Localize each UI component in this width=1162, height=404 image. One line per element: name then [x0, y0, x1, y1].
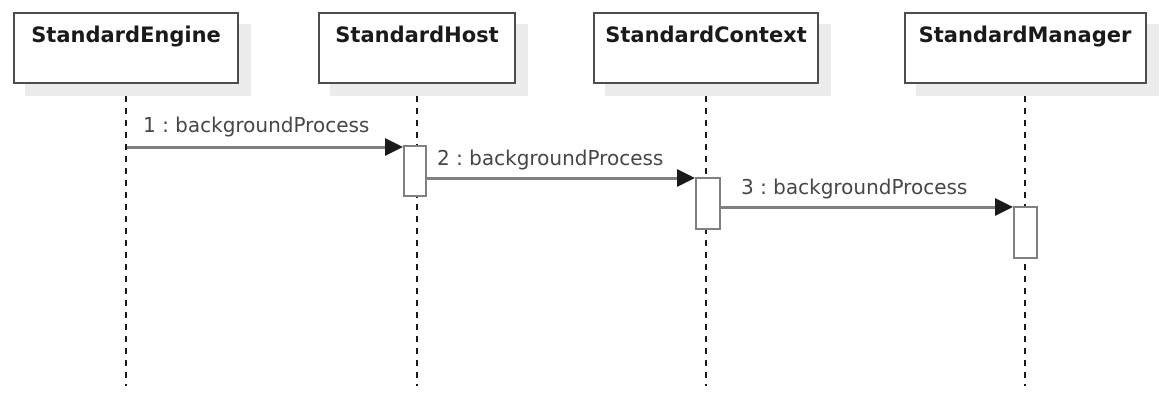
actor-label: StandardManager [918, 23, 1132, 47]
activation-bar-standardcontext [695, 177, 721, 230]
activation-bar-standardhost [403, 145, 427, 197]
message-arrowhead-icon [385, 138, 403, 156]
message-label-1: 1 : backgroundProcess [143, 113, 370, 137]
lifeline-standardengine [125, 84, 127, 386]
message-label-3: 3 : backgroundProcess [741, 175, 968, 199]
lifeline-standardcontext [705, 84, 707, 386]
actor-box-standardmanager: StandardManager [903, 12, 1147, 84]
message-line-1 [127, 146, 389, 149]
actor-box-standardengine: StandardEngine [13, 12, 239, 84]
actor-label: StandardContext [605, 23, 807, 47]
message-line-3 [721, 206, 999, 209]
activation-bar-standardmanager [1013, 206, 1038, 259]
actor-box-standardhost: StandardHost [318, 12, 516, 84]
message-line-2 [427, 177, 681, 180]
actor-label: StandardHost [335, 23, 499, 47]
actor-box-standardcontext: StandardContext [593, 12, 819, 84]
message-arrowhead-icon [995, 198, 1013, 216]
message-label-2: 2 : backgroundProcess [437, 146, 664, 170]
message-arrowhead-icon [677, 169, 695, 187]
actor-label: StandardEngine [31, 23, 221, 47]
lifeline-standardhost [416, 84, 418, 386]
